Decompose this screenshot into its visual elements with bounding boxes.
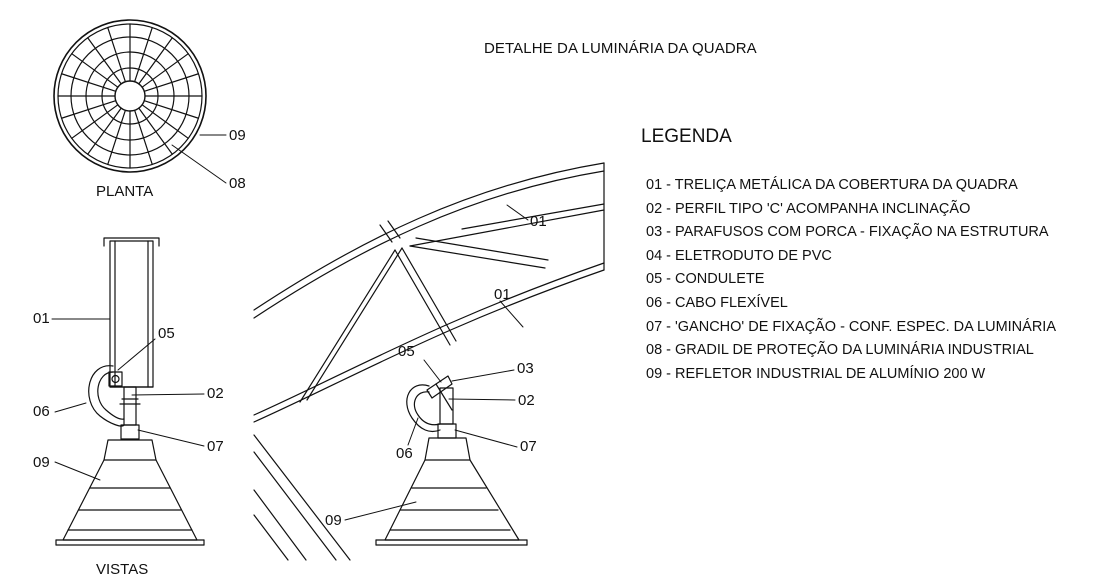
- side-label-02: 02: [207, 385, 224, 402]
- plan-label-08: 08: [229, 175, 246, 192]
- side-label-07: 07: [207, 438, 224, 455]
- grill-spoke: [107, 26, 126, 83]
- grill-spoke: [138, 37, 173, 85]
- grill-spoke: [138, 107, 173, 155]
- drawing-title: DETALHE DA LUMINÁRIA DA QUADRA: [484, 40, 757, 57]
- grill-spoke: [87, 107, 122, 155]
- truss-label-01-top: 01: [530, 213, 547, 230]
- plan-label-09: 09: [229, 127, 246, 144]
- truss-label-05: 05: [398, 343, 415, 360]
- side-label-06: 06: [33, 403, 50, 420]
- truss-label-03: 03: [517, 360, 534, 377]
- plan-view-grill: [53, 19, 207, 173]
- truss-label-01-chord: 01: [494, 286, 511, 303]
- legend-item: 09 - REFLETOR INDUSTRIAL DE ALUMÍNIO 200…: [646, 365, 986, 382]
- truss-view: [253, 162, 605, 561]
- legend-item: 08 - GRADIL DE PROTEÇÃO DA LUMINÁRIA IND…: [646, 342, 1034, 359]
- legend-list: 01 - TRELIÇA METÁLICA DA COBERTURA DA QU…: [646, 174, 1056, 386]
- side-view-caption: VISTAS: [96, 561, 149, 578]
- legend-item: 02 - PERFIL TIPO 'C' ACOMPANHA INCLINAÇÃ…: [646, 200, 971, 217]
- plan-caption: PLANTA: [96, 183, 154, 200]
- truss-label-06: 06: [396, 445, 413, 462]
- legend-item: 01 - TRELIÇA METÁLICA DA COBERTURA DA QU…: [646, 177, 1018, 193]
- grill-spoke: [143, 100, 200, 119]
- grill-spoke: [134, 109, 153, 166]
- side-view-luminaire: [55, 237, 205, 546]
- grill-spoke: [71, 53, 119, 88]
- grill-spoke: [60, 73, 117, 92]
- legend-item: 07 - 'GANCHO' DE FIXAÇÃO - CONF. ESPEC. …: [646, 318, 1057, 335]
- truss-label-07: 07: [520, 438, 537, 455]
- leader-lines: [51, 134, 529, 521]
- grill-spoke: [87, 37, 122, 85]
- truss-label-09: 09: [325, 512, 342, 529]
- side-label-01: 01: [33, 310, 50, 327]
- legend-item: 04 - ELETRODUTO DE PVC: [646, 247, 832, 264]
- truss-label-02: 02: [518, 392, 535, 409]
- side-label-09: 09: [33, 454, 50, 471]
- legend-item: 05 - CONDULETE: [646, 271, 765, 288]
- legend-heading: LEGENDA: [641, 126, 732, 147]
- side-label-05: 05: [158, 325, 175, 342]
- legend-item: 03 - PARAFUSOS COM PORCA - FIXAÇÃO NA ES…: [646, 224, 1049, 241]
- grill-spoke: [107, 109, 126, 166]
- grill-spoke: [71, 104, 119, 139]
- grill-spoke: [141, 104, 189, 139]
- legend-item: 06 - CABO FLEXÍVEL: [646, 294, 788, 311]
- grill-spoke: [141, 53, 189, 88]
- grill-spoke: [134, 26, 153, 83]
- grill-spoke: [60, 100, 117, 119]
- grill-spoke: [143, 73, 200, 92]
